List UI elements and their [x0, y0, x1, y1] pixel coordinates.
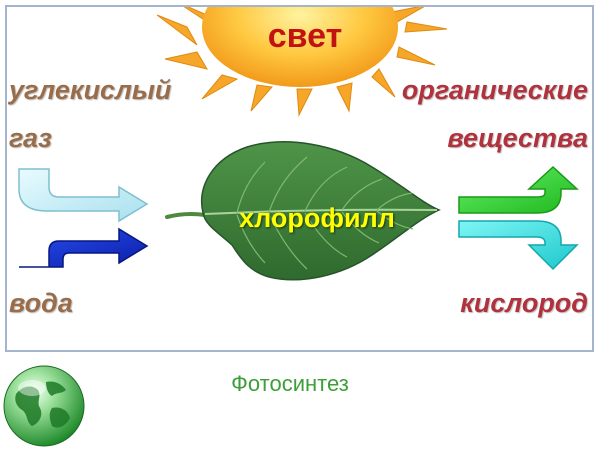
water-label: вода: [9, 288, 73, 318]
sun-icon: [156, 7, 448, 117]
co2-label-line2: газ: [9, 123, 52, 153]
diagram-art: [18, 7, 579, 281]
water-arrow: [19, 227, 149, 268]
caption-title: Фотосинтез: [231, 371, 349, 396]
oxygen-label: кислород: [460, 288, 588, 318]
diagram-frame: свет хлорофилл углекислый газ вода орган…: [5, 5, 594, 352]
sun-label: свет: [267, 17, 343, 55]
chlorophyll-label: хлорофилл: [239, 203, 395, 233]
globe-icon: [3, 365, 85, 447]
organic-arrow: [458, 165, 579, 214]
co2-label-line1: углекислый: [9, 75, 172, 105]
organic-label-line1: органические: [401, 75, 588, 105]
co2-arrow: [18, 168, 149, 223]
leaf-icon: [165, 141, 441, 281]
organic-label-line2: вещества: [447, 123, 588, 153]
oxygen-arrow: [458, 220, 579, 271]
